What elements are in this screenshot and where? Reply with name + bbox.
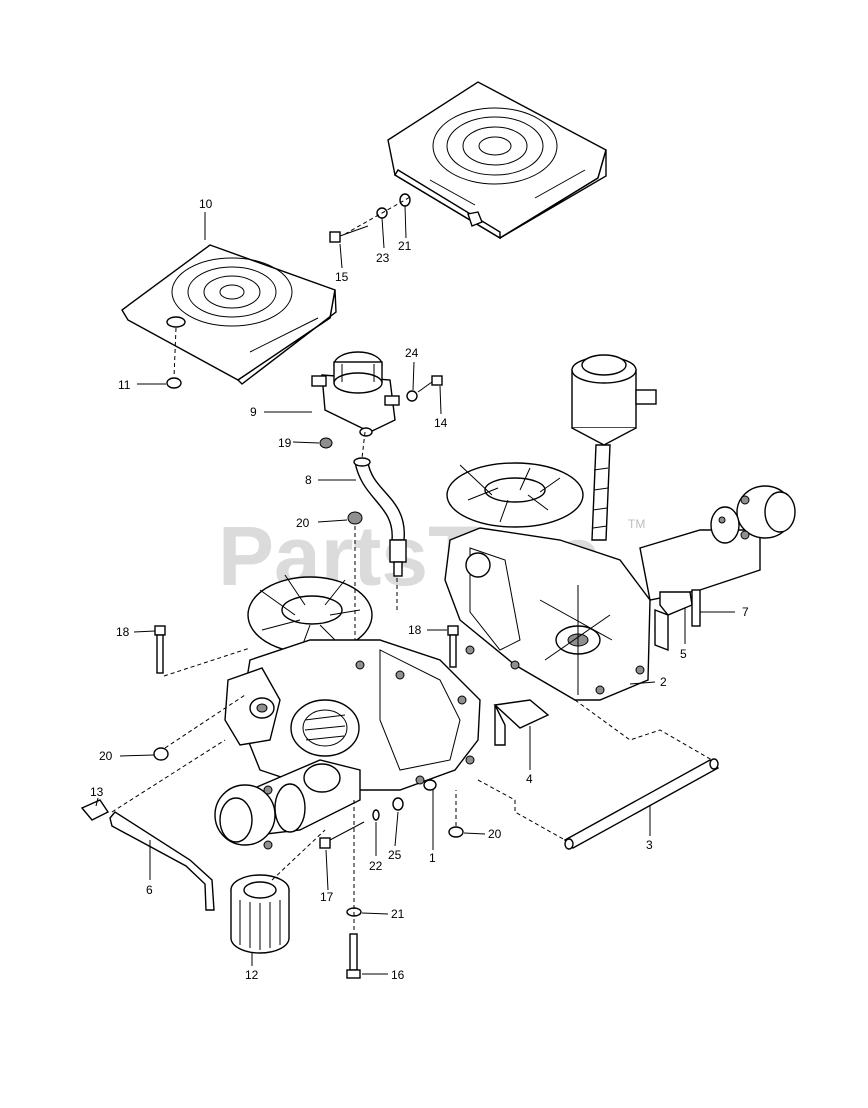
- callout-2: 2: [660, 675, 667, 689]
- callout-23: 23: [376, 251, 390, 265]
- fan-shroud-right: [387, 81, 607, 240]
- callout-21-bottom: 21: [391, 907, 405, 921]
- callout-8: 8: [305, 473, 312, 487]
- callout-20-left: 20: [99, 749, 113, 763]
- breather-hose: [353, 431, 407, 610]
- callout-14: 14: [434, 416, 448, 430]
- callout-4: 4: [526, 772, 533, 786]
- hardware-top: [166, 193, 443, 449]
- callout-3: 3: [646, 838, 653, 852]
- callout-24: 24: [405, 346, 419, 360]
- callout-1: 1: [429, 851, 436, 865]
- callout-9: 9: [250, 405, 257, 419]
- callout-22: 22: [369, 859, 383, 873]
- callout-18-right: 18: [408, 623, 422, 637]
- watermark-tm: TM: [628, 517, 645, 531]
- callout-10: 10: [199, 197, 213, 211]
- callout-labels: 10 11 15 23 21 24 14 9 19 8 20 18 18 7 5…: [90, 197, 749, 982]
- transaxle-right: [444, 354, 796, 701]
- callout-5: 5: [680, 647, 687, 661]
- oil-reservoir-left: [311, 351, 400, 437]
- callout-13: 13: [90, 785, 104, 799]
- callout-15: 15: [335, 270, 349, 284]
- callout-12: 12: [245, 968, 259, 982]
- callout-16: 16: [391, 968, 405, 982]
- hardware-lower: [80, 511, 720, 979]
- callout-19: 19: [278, 436, 292, 450]
- fan-shroud-left: [121, 244, 337, 385]
- leader-lines: [95, 205, 735, 975]
- callout-7: 7: [742, 605, 749, 619]
- callout-11: 11: [118, 378, 131, 392]
- callout-17: 17: [320, 890, 334, 904]
- callout-21-top: 21: [398, 239, 412, 253]
- callout-20-top: 20: [296, 516, 310, 530]
- callout-18-left: 18: [116, 625, 130, 639]
- callout-6: 6: [146, 883, 153, 897]
- transaxle-left: [214, 574, 550, 850]
- callout-20-right: 20: [488, 827, 502, 841]
- callout-25: 25: [388, 848, 402, 862]
